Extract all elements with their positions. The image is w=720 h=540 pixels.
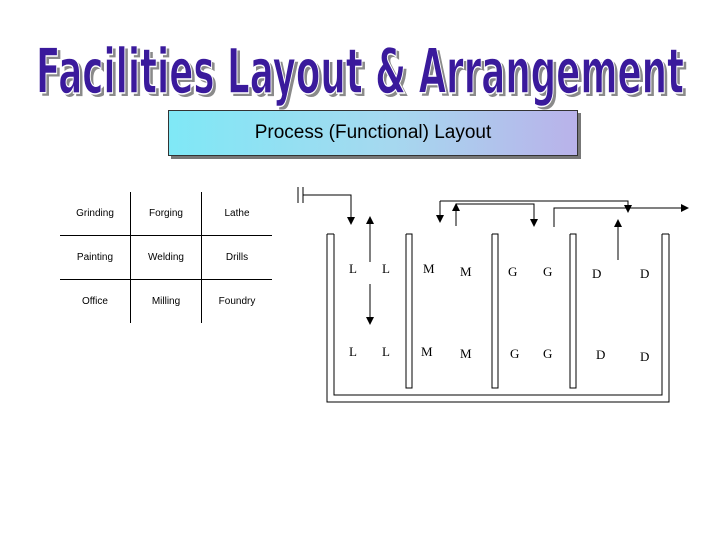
department-cell: Milling	[130, 279, 202, 323]
department-cell: Lathe	[201, 192, 272, 236]
grid-row: Grinding Forging Lathe	[60, 192, 272, 236]
machine-label: M	[423, 261, 435, 276]
machine-label: M	[460, 264, 472, 279]
machine-label: M	[421, 344, 433, 359]
department-cell: Forging	[130, 192, 202, 236]
machine-label: G	[543, 264, 552, 279]
machine-label: L	[382, 344, 390, 359]
department-cell: Foundry	[218, 296, 256, 307]
machine-label: D	[640, 266, 649, 281]
subtitle-banner: Process (Functional) Layout	[168, 110, 578, 156]
flow-arrow	[456, 203, 538, 227]
machine-label: G	[508, 264, 517, 279]
flow-arrow	[303, 194, 355, 225]
machine-label: L	[349, 261, 357, 276]
page-title-text: Facilities Layout & Arrangement	[36, 35, 684, 108]
machine-label: D	[592, 266, 601, 281]
department-cell: Grinding	[60, 192, 131, 236]
machine-label: D	[640, 349, 649, 364]
grid-row: Office Milling Foundry	[60, 279, 272, 323]
department-cell: Painting	[60, 235, 131, 280]
machine-label: G	[510, 346, 519, 361]
machine-label: L	[382, 261, 390, 276]
machine-label: D	[596, 347, 605, 362]
shop-walls	[326, 233, 670, 403]
subtitle-text: Process (Functional) Layout	[254, 122, 492, 143]
department-cell: Welding	[130, 235, 202, 280]
page-title: Facilities Layout & Arrangement Faciliti…	[35, 34, 687, 110]
department-cell: Office	[60, 279, 131, 323]
flow-arrows	[303, 194, 689, 325]
machine-label: M	[460, 346, 472, 361]
machine-label: L	[349, 344, 357, 359]
grid-row: Painting Welding Drills	[60, 235, 272, 280]
machine-label: G	[543, 346, 552, 361]
page-title-shadow: Facilities Layout & Arrangement	[39, 38, 687, 110]
department-cell: Drills	[201, 235, 272, 280]
flow-arrow	[553, 204, 689, 227]
entry-marker	[297, 187, 304, 203]
department-grid: Grinding Forging Lathe Painting Welding …	[60, 192, 272, 323]
